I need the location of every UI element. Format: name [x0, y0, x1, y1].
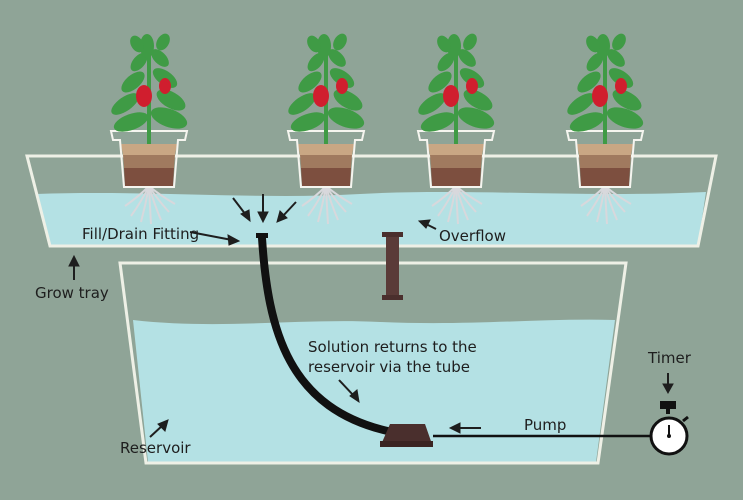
stopwatch-icon [649, 401, 689, 456]
pump-icon [380, 424, 433, 447]
grow-tray-label: Grow tray [35, 284, 109, 302]
plant-pot [416, 130, 496, 188]
pepper-plant-icon [416, 33, 496, 225]
plant-pot [565, 130, 645, 188]
solution-arrow-icon [338, 379, 360, 404]
grow-tray-arrow-icon [68, 254, 80, 280]
pepper-plant-icon [109, 33, 189, 225]
grow-tray-water [36, 192, 706, 245]
reservoir-arrow-icon [149, 419, 169, 438]
arrows [68, 194, 674, 438]
inflow-arrow-right-icon [276, 201, 297, 223]
reservoir-container [118, 261, 628, 465]
roots [580, 185, 632, 225]
timer-arrow-icon [662, 373, 674, 395]
inflow-arrow-left-icon [232, 197, 251, 223]
return-tube [258, 234, 396, 436]
pepper-fruit [313, 85, 329, 107]
pepper-fruit [136, 85, 152, 107]
pepper-fruit [592, 85, 608, 107]
pepper-fruit [159, 78, 171, 94]
overflow-arrow-icon [417, 219, 437, 230]
plant-pot [109, 130, 189, 188]
pepper-plant-icon [286, 33, 366, 225]
solution-label-line1: Solution returns to the [308, 338, 477, 356]
reservoir-water [133, 319, 615, 462]
pepper-fruit [443, 85, 459, 107]
fill-drain-fitting [256, 233, 268, 238]
fill-drain-arrow-icon [189, 231, 241, 246]
timer-label: Timer [647, 349, 692, 367]
overflow-label: Overflow [439, 227, 506, 245]
plant-pot [286, 130, 366, 188]
solution-label-line2: reservoir via the tube [308, 358, 470, 376]
pump-label: Pump [524, 416, 566, 434]
plants-layer [109, 33, 645, 225]
fill-drain-label: Fill/Drain Fitting [82, 225, 199, 243]
overflow-pipe [382, 232, 403, 300]
reservoir-label: Reservoir [120, 439, 191, 457]
pepper-fruit [466, 78, 478, 94]
pepper-fruit [615, 78, 627, 94]
roots [301, 185, 353, 225]
pepper-plant-icon [565, 33, 645, 225]
inflow-arrow-center-icon [257, 194, 269, 224]
grow-tray-container [25, 154, 718, 248]
pepper-fruit [336, 78, 348, 94]
pump-arrow-icon [448, 422, 481, 434]
